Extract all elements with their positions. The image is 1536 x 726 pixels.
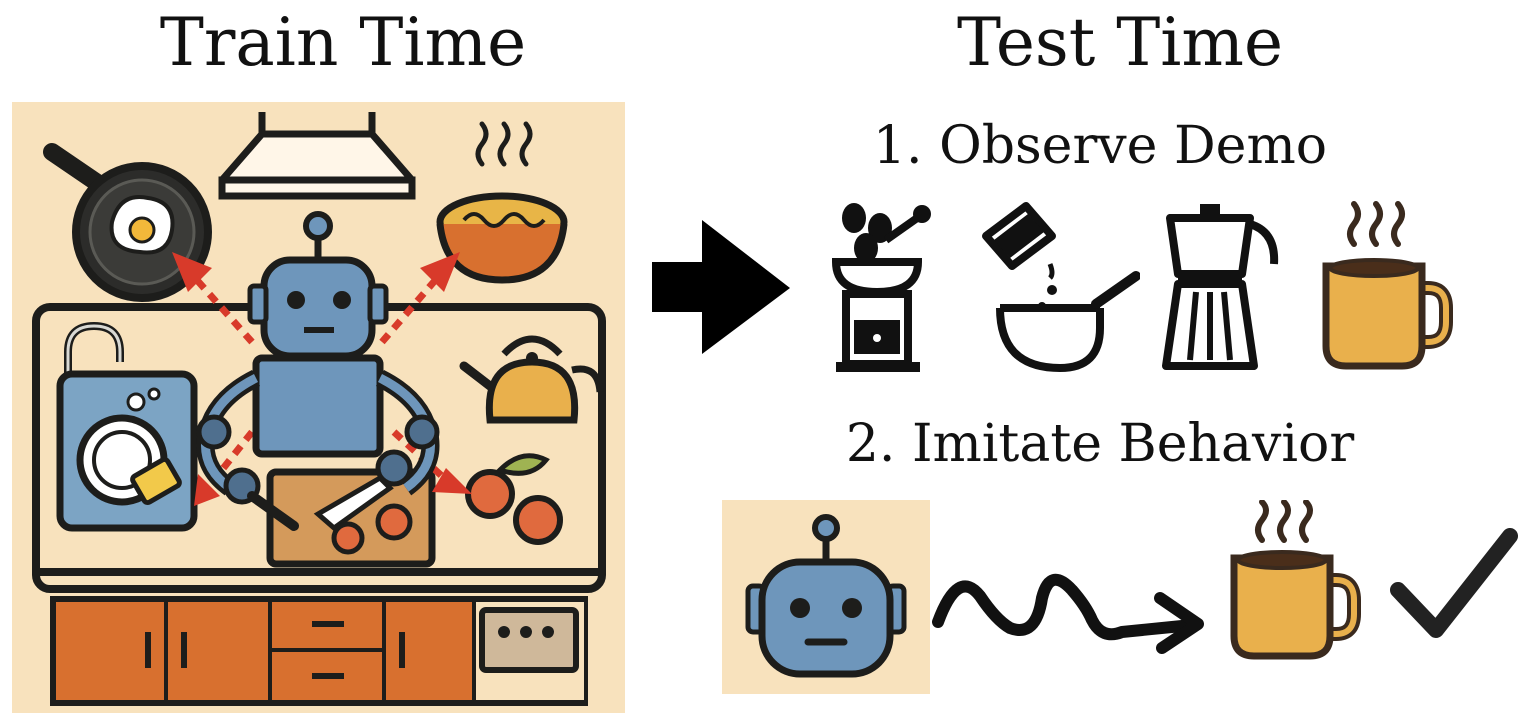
coffee-grinder-icon <box>831 203 931 372</box>
coffee-mug-icon <box>1322 201 1453 370</box>
sink-icon <box>56 321 198 532</box>
right-arrow-icon <box>652 220 790 354</box>
train-time-title: Train Time <box>159 4 527 81</box>
imitate-behavior-label: 2. Imitate Behavior <box>845 414 1355 474</box>
cutting-board-icon <box>266 468 436 568</box>
pouring-water-icon <box>982 202 1140 372</box>
observe-demo-label: 1. Observe Demo <box>872 116 1328 176</box>
robot-icon <box>196 211 440 531</box>
kettle-icon <box>459 335 604 424</box>
range-hood-icon <box>218 112 416 200</box>
coffee-mug-result-icon <box>1230 500 1361 660</box>
test-time-title: Test Time <box>956 4 1284 81</box>
noodle-bowl-icon <box>436 121 568 284</box>
frying-pan-icon <box>43 143 212 302</box>
moka-pot-icon <box>1162 204 1279 370</box>
checkmark-icon <box>1390 528 1518 638</box>
train-kitchen-scene <box>12 102 625 713</box>
robot-head-panel <box>722 500 930 694</box>
oven-icon <box>479 607 579 673</box>
fruit-icon <box>465 453 563 545</box>
squiggle-arrow-icon <box>932 573 1204 654</box>
robot-head-icon <box>745 514 907 678</box>
